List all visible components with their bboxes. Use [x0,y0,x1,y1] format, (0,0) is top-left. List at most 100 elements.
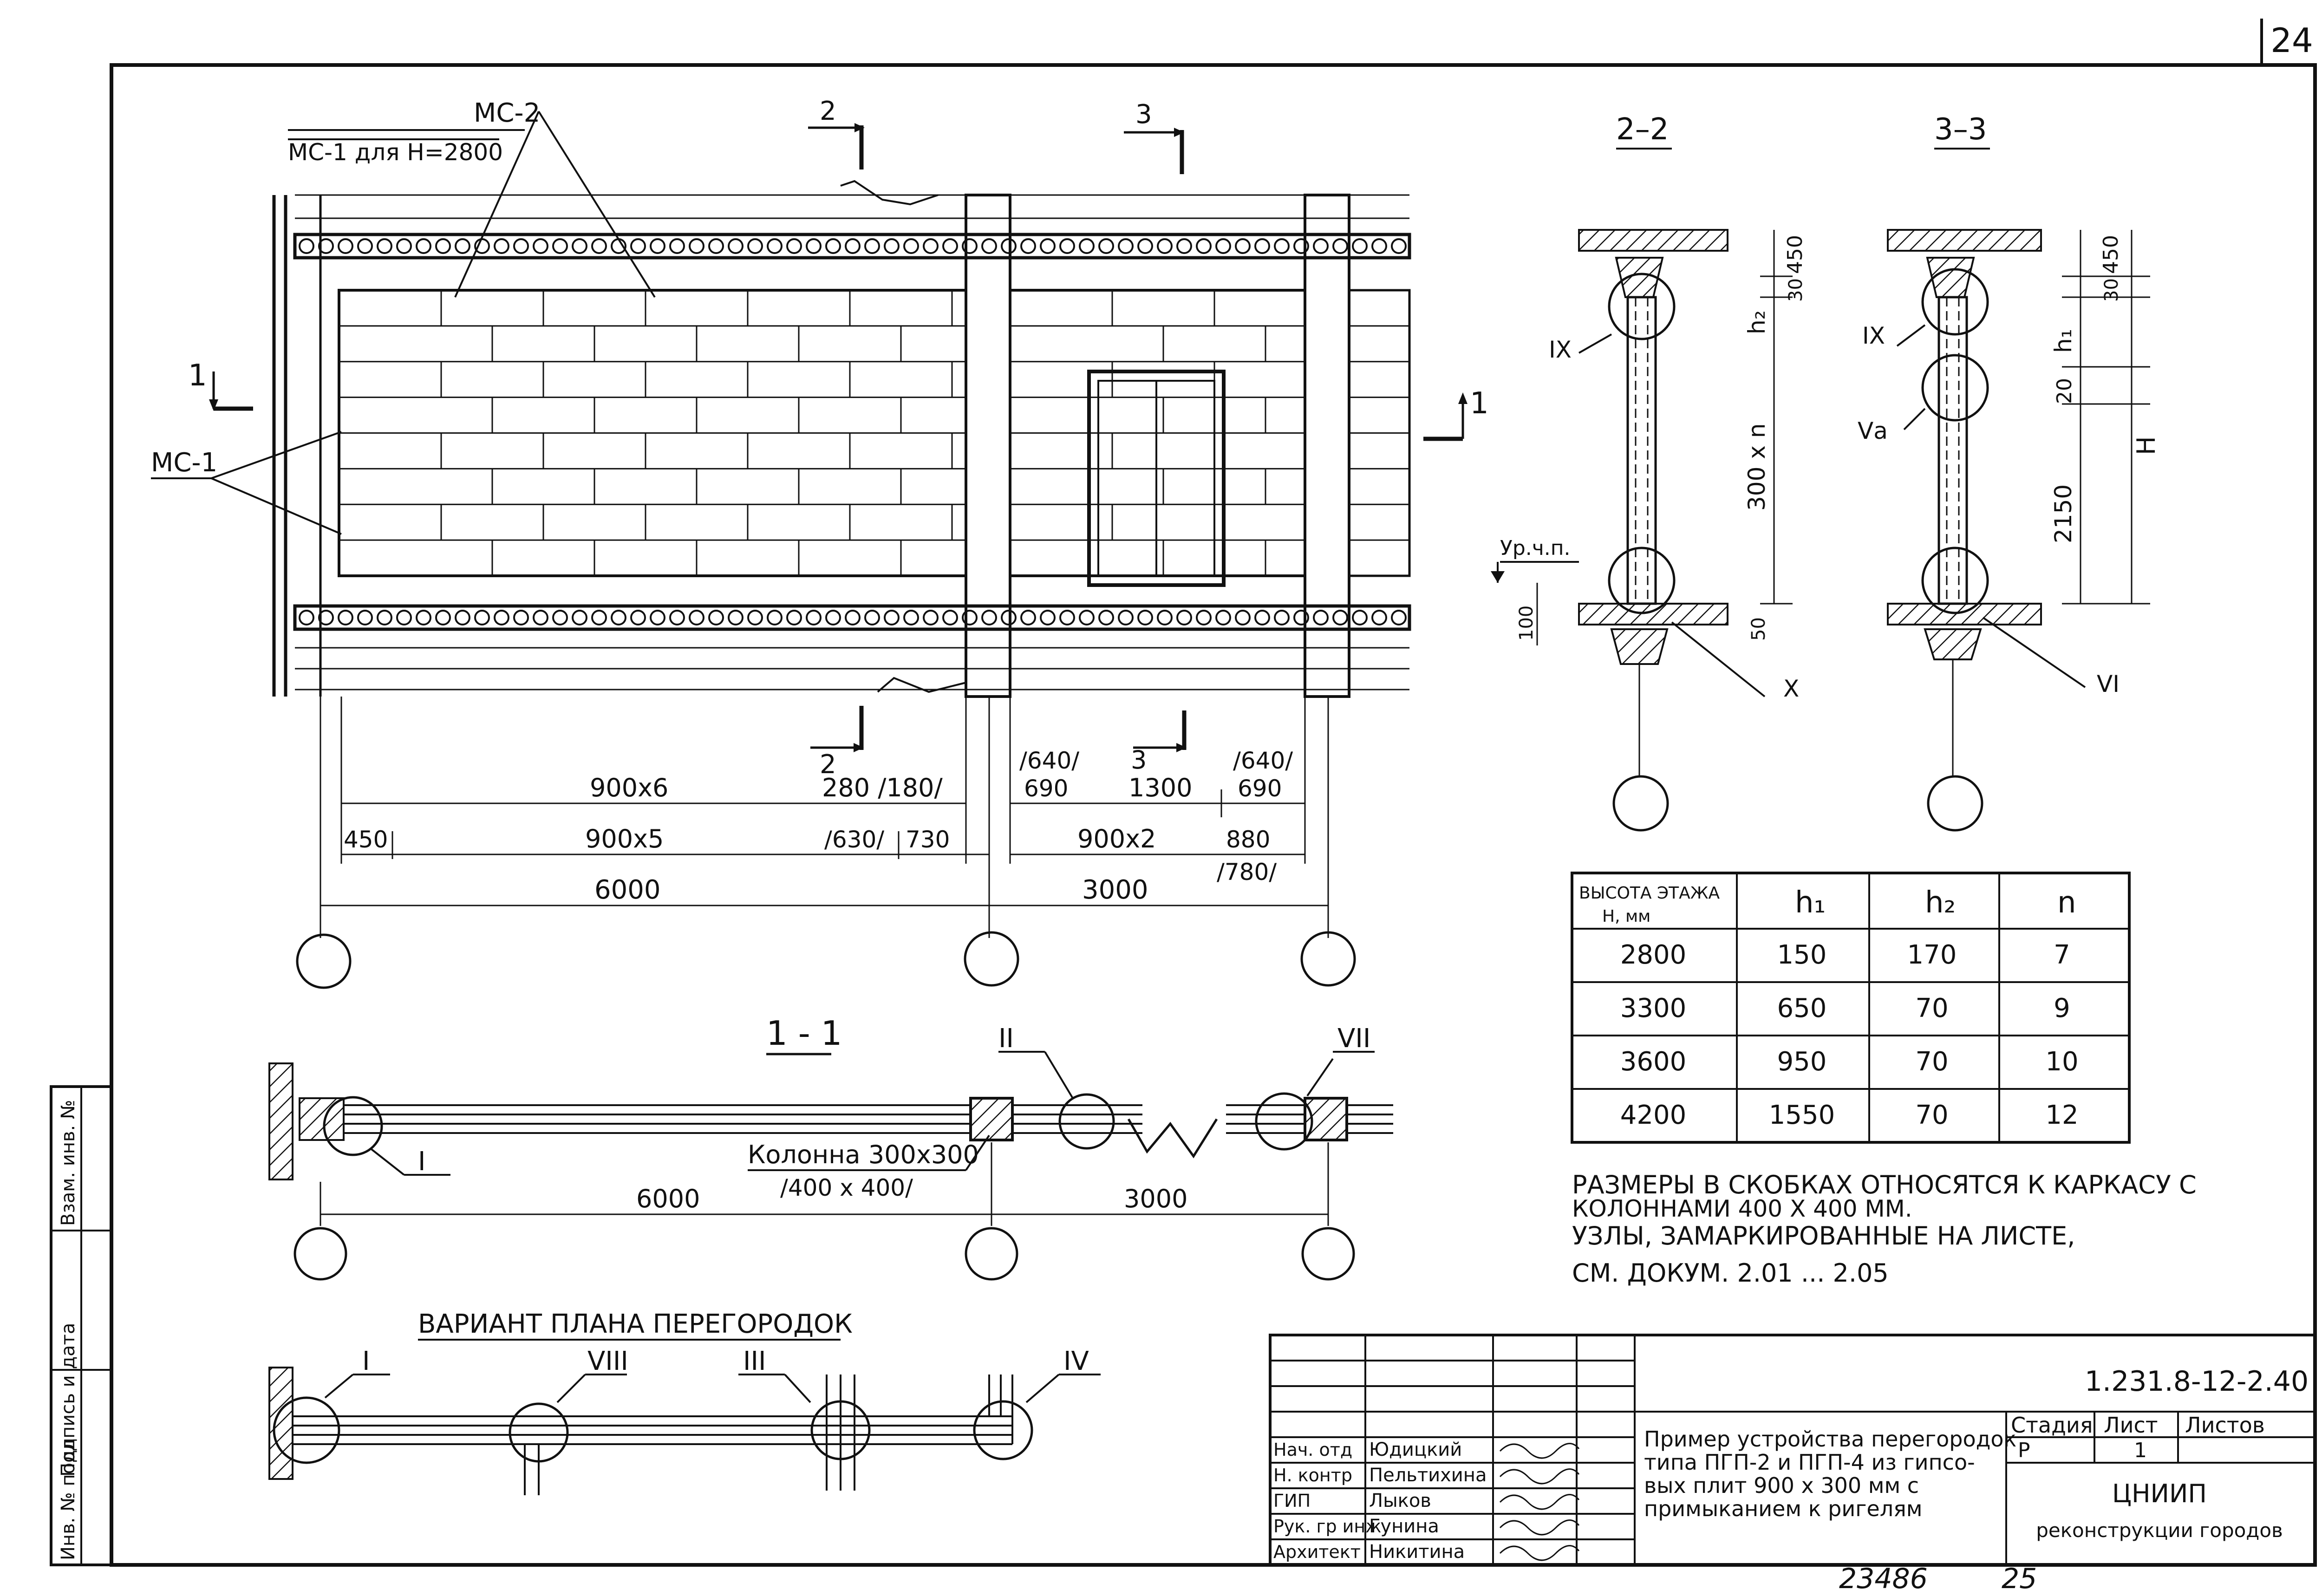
section-3-3-title: 3–3 [1934,112,1987,147]
node-ix-2-2: IX [1549,336,1572,363]
svg-text:2: 2 [820,96,836,126]
slab-void [1118,610,1134,625]
slab-void [611,610,626,625]
table-cell: 70 [1915,993,1948,1023]
table-cell: 150 [1777,940,1827,970]
slab-void [864,238,880,254]
doc-code: 1.231.8-12-2.40 [2085,1365,2309,1398]
node-vii: VII [1337,1023,1370,1054]
cut-marker-3-bottom [1133,710,1187,752]
slab-void [767,610,783,625]
slab-void [806,610,822,625]
slab-void [962,610,978,625]
svg-text:450: 450 [1783,235,1807,274]
slab-void [1157,238,1173,254]
note-line-4: СМ. ДОКУМ. 2.01 ... 2.05 [1572,1258,1889,1288]
slab-void [396,610,412,625]
title-desc-4: примыканием к ригелям [1644,1496,1923,1521]
axis-bubble-1 [296,933,352,989]
slab-void [1040,238,1056,254]
slab-void [708,238,724,254]
section-3-3: 3–3 IX Vа VI 450 30 h₁ 20 Н [1858,112,2161,832]
bottom-slab [293,604,1411,631]
axis-bubble-2 [964,931,1019,987]
slab-void [1118,238,1134,254]
slab-void [1079,610,1095,625]
slab-void [591,610,607,625]
tb-name: Лыков [1369,1490,1431,1511]
slab-void [552,610,568,625]
table-header-h1: h₁ [1795,886,1826,920]
slab-void [318,238,334,254]
slab-void [572,238,587,254]
dim-6000: 6000 [594,875,661,905]
slab-void [1176,610,1192,625]
plan-variant-title: ВАРИАНТ ПЛАНА ПЕРЕГОРОДОК [418,1309,853,1339]
plan-node-iv: IV [1063,1346,1089,1376]
section-1-1-title: 1 - 1 [766,1014,842,1053]
slab-void [1001,610,1017,625]
slab-void [1059,238,1075,254]
slab-void [1254,238,1270,254]
table-cell: 4200 [1620,1100,1687,1130]
slab-void [1176,238,1192,254]
table-cell: 70 [1915,1047,1948,1077]
table-cell: 3300 [1620,993,1687,1023]
slab-void [1079,238,1095,254]
cut-marker-3-top: 3 [1124,99,1184,174]
title-desc-1: Пример устройства перегородок [1644,1427,2016,1452]
dim-630: /630/ [824,826,884,853]
svg-text:30: 30 [2101,278,2122,302]
slab-void [1235,238,1251,254]
svg-text:1: 1 [188,358,207,393]
slab-void [981,238,997,254]
slab-void [650,238,665,254]
table-cell: 3600 [1620,1047,1687,1077]
slab-void [669,610,685,625]
table-cell: 170 [1907,940,1957,970]
slab-void [416,238,431,254]
table-cell: 12 [2045,1100,2078,1130]
level-label: Ур.ч.п. [1500,536,1570,560]
sheet-value: 1 [2134,1439,2147,1462]
section-1-1-dim-6000: 6000 [636,1184,700,1213]
slab-void [884,610,900,625]
slab-void [825,610,841,625]
tb-role: Рук. гр инж [1273,1516,1381,1537]
slab-void [903,238,919,254]
title-desc-3: вых плит 900 х 300 мм с [1644,1473,1919,1498]
slab-void [591,238,607,254]
slab-void [435,610,451,625]
tb-signature [1499,1494,1580,1510]
section-1-1: 1 - 1 I II [268,1014,1393,1281]
table-header-floor-2: Н, мм [1602,907,1650,926]
table-cell: 950 [1777,1047,1827,1077]
node-x: X [1783,675,1799,702]
svg-text:300 х n: 300 х n [1743,423,1770,511]
side-stamp: Инв. № подл Подпись и дата Взам. инв. № [50,1085,113,1566]
section-2-2-title: 2–2 [1616,112,1669,147]
door-opening [1087,370,1226,587]
slab-void [416,610,431,625]
slab-void [786,238,802,254]
title-desc-2: типа ПГП-2 и ПГП-4 из гипсо- [1644,1450,1975,1475]
svg-text:30: 30 [1785,278,1807,302]
dim-900x5: 900х5 [585,824,664,853]
slab-void [299,610,314,625]
slab-void [494,610,509,625]
slab-void [1196,610,1212,625]
table-cell: 10 [2045,1047,2078,1077]
dim-3-mid: 3 [1131,745,1147,775]
slab-void [1293,610,1309,625]
footer-number: 23486 [1839,1563,1928,1595]
slab-void [513,610,529,625]
slab-void [552,238,568,254]
slab-void [923,238,939,254]
column-label-alt: /400 х 400/ [780,1174,913,1201]
org-name-1: ЦНИИП [2112,1479,2207,1508]
ms2-leader-a [454,111,540,298]
tb-name: Гунина [1369,1516,1439,1537]
dim-640-a: /640/ [1019,747,1079,774]
